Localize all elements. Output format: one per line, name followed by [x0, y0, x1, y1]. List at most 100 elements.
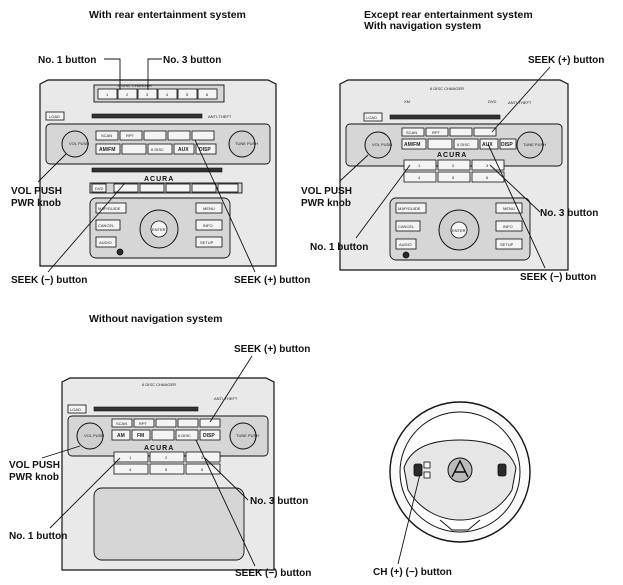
- nav-amfm-button[interactable]: [401, 138, 427, 150]
- right-wheel-switch[interactable]: [497, 463, 507, 477]
- nav-cancel-button[interactable]: [395, 220, 421, 232]
- rear-preset-3[interactable]: [137, 88, 158, 100]
- nav-rpt-button[interactable]: [425, 127, 449, 137]
- nav-scan-button[interactable]: [401, 127, 425, 137]
- nonav-am-button[interactable]: [111, 429, 131, 441]
- left-wheel-switch[interactable]: [413, 463, 423, 477]
- nav-menu-button[interactable]: [495, 202, 523, 214]
- nonav-preset-buttons: 1 2 3 4 5 6: [113, 451, 221, 475]
- nonav-tune-knob[interactable]: [229, 422, 257, 450]
- steering-wheel: [389, 401, 531, 543]
- svg-text:SCAN: SCAN: [406, 130, 417, 135]
- rear-tune-knob[interactable]: [228, 130, 256, 158]
- svg-text:ENTER: ENTER: [152, 227, 166, 232]
- svg-text:LOAD: LOAD: [70, 407, 81, 412]
- nav-preset-2[interactable]: [437, 159, 471, 171]
- nav-disp-button[interactable]: [499, 138, 517, 150]
- nonav-scan-button[interactable]: [111, 418, 133, 428]
- nav-seek-button[interactable]: [473, 127, 497, 137]
- rear-rpt-button[interactable]: [119, 130, 143, 141]
- nav-seek-minus-callout: SEEK (−) button: [520, 272, 596, 283]
- nonav-vol-knob[interactable]: [76, 422, 104, 450]
- nav-preset-5[interactable]: [437, 171, 471, 183]
- rear-preset-1[interactable]: [97, 88, 118, 100]
- rear-enter-button[interactable]: [150, 220, 168, 238]
- nonav-seek-plus-callout: SEEK (+) button: [234, 344, 310, 355]
- rear-preset-5[interactable]: [177, 88, 198, 100]
- nav-preset-6[interactable]: [471, 171, 505, 183]
- nav-tune-knob[interactable]: [516, 131, 544, 159]
- wheel-ch-down-button[interactable]: [423, 471, 431, 479]
- rear-vol-knob[interactable]: [61, 130, 89, 158]
- nav-section-title-line1: Except rear entertainment system: [364, 9, 533, 21]
- rear-seek-button[interactable]: [167, 130, 191, 141]
- svg-text:ANTI-THEFT: ANTI-THEFT: [208, 114, 232, 119]
- svg-text:ANTI-THEFT: ANTI-THEFT: [508, 100, 532, 105]
- svg-text:ENTER: ENTER: [452, 228, 466, 233]
- acura-logo-icon: [447, 457, 473, 483]
- svg-text:6 DISC CHANGER: 6 DISC CHANGER: [118, 83, 152, 88]
- svg-text:1: 1: [418, 163, 421, 168]
- nav-preset-4[interactable]: [403, 171, 437, 183]
- nonav-seek-button[interactable]: [199, 418, 221, 428]
- rear-load-button[interactable]: [45, 111, 65, 121]
- svg-text:SETUP: SETUP: [500, 242, 514, 247]
- rear-6disc-button[interactable]: [147, 143, 173, 155]
- nav-aux-button[interactable]: [479, 138, 499, 150]
- svg-text:3: 3: [201, 455, 204, 460]
- svg-text:AM: AM: [117, 433, 125, 439]
- rear-mapguide-button[interactable]: [95, 202, 127, 214]
- nonav-disp-button[interactable]: [199, 429, 221, 441]
- wheel-ch-up-button[interactable]: [423, 461, 431, 469]
- svg-text:5: 5: [165, 467, 168, 472]
- nonav-6disc-button[interactable]: [175, 429, 199, 441]
- nav-vol-knob[interactable]: [364, 131, 392, 159]
- nonav-preset-1[interactable]: [113, 451, 149, 463]
- nav-preset-3[interactable]: [471, 159, 505, 171]
- nav-preset-1[interactable]: [403, 159, 437, 171]
- rear-menu-button[interactable]: [195, 202, 223, 214]
- nav-vol-callout-l2: PWR knob: [301, 198, 351, 209]
- rear-audio-button[interactable]: [95, 236, 117, 248]
- rear-amfm-button[interactable]: [95, 143, 121, 155]
- rear-scan-button[interactable]: [95, 130, 119, 141]
- nav-load-button[interactable]: [363, 112, 383, 122]
- rear-aux-button[interactable]: [173, 143, 195, 155]
- rear-cancel-button[interactable]: [95, 219, 121, 231]
- svg-text:AUDIO: AUDIO: [399, 242, 412, 247]
- nav-no1-callout: No. 1 button: [310, 242, 368, 253]
- wheel-ch-callout: CH (+) (−) button: [373, 567, 452, 578]
- nav-audio-button[interactable]: [395, 238, 417, 250]
- svg-text:4: 4: [129, 467, 132, 472]
- svg-text:RPT: RPT: [126, 133, 135, 138]
- nonav-preset-3[interactable]: [185, 451, 221, 463]
- nav-setup-button[interactable]: [495, 238, 523, 250]
- nav-info-button[interactable]: [495, 220, 523, 232]
- svg-text:VOL PUSH: VOL PUSH: [69, 141, 89, 146]
- nav-section-title-line2: With navigation system: [364, 20, 481, 32]
- nav-6disc-button[interactable]: [453, 138, 479, 150]
- nav-mapguide-button[interactable]: [395, 202, 427, 214]
- rear-preset-6[interactable]: [197, 88, 218, 100]
- rear-setup-button[interactable]: [195, 236, 223, 248]
- nav-seek-plus-callout: SEEK (+) button: [528, 55, 604, 66]
- svg-text:6: 6: [201, 467, 204, 472]
- nonav-preset-4[interactable]: [113, 463, 149, 475]
- nonav-preset-5[interactable]: [149, 463, 185, 475]
- rear-preset-4[interactable]: [157, 88, 178, 100]
- nonav-preset-2[interactable]: [149, 451, 185, 463]
- rear-disp-button[interactable]: [195, 143, 217, 155]
- nonav-preset-6[interactable]: [185, 463, 221, 475]
- svg-text:DISP: DISP: [203, 433, 215, 439]
- svg-text:AUX: AUX: [482, 142, 493, 148]
- svg-text:SCAN: SCAN: [116, 421, 127, 426]
- nonav-fm-button[interactable]: [131, 429, 151, 441]
- rear-info-button[interactable]: [195, 219, 223, 231]
- nonav-rpt-button[interactable]: [133, 418, 155, 428]
- nonav-load-button[interactable]: [67, 404, 87, 414]
- svg-text:MENU: MENU: [503, 206, 515, 211]
- nav-enter-button[interactable]: [450, 221, 468, 239]
- svg-text:2: 2: [452, 163, 455, 168]
- rear-seek-plus-callout: SEEK (+) button: [234, 275, 310, 286]
- rear-preset-2[interactable]: [117, 88, 138, 100]
